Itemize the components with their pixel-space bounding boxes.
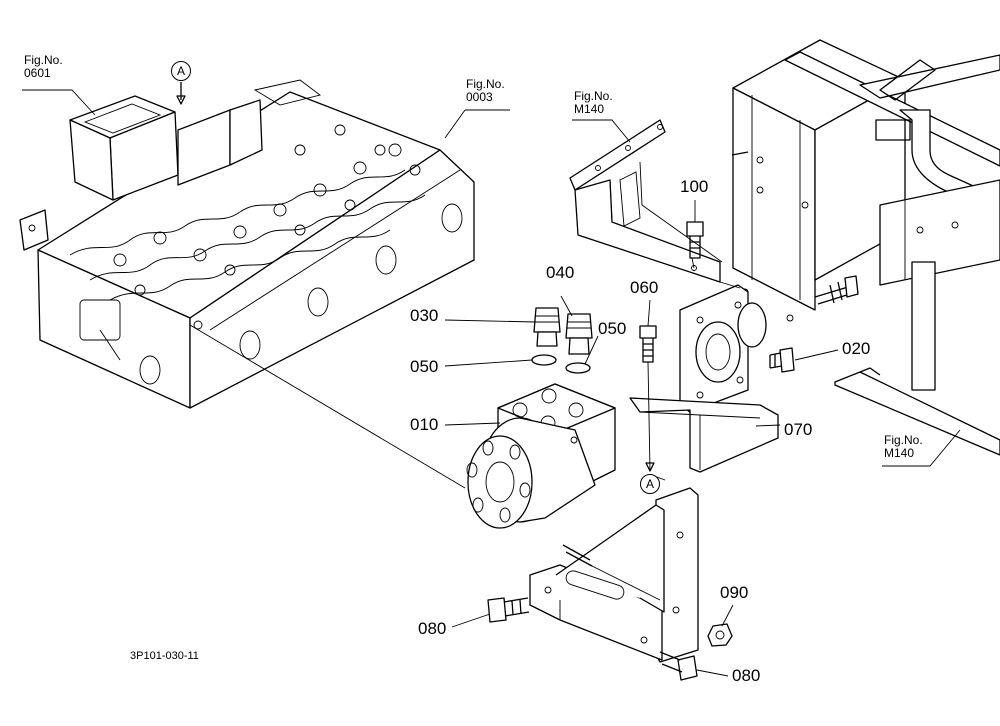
part-label-050-right: 050 [598,319,627,338]
fig-ref-label: Fig.No. [884,433,923,447]
fig-ref-0601: Fig.No. 0601 [24,54,63,80]
part-label-050-left: 050 [410,357,439,376]
fig-ref-label: Fig.No. [466,77,505,91]
fig-ref-m140-right: Fig.No. M140 [884,434,923,460]
part-label-030: 030 [410,306,439,325]
leader-lines [22,82,961,677]
part-label-020: 020 [842,339,871,358]
connector-mark-a-top: A [171,61,191,81]
steering-unit [466,383,616,529]
bolts [487,221,795,681]
part-label-080-left: 080 [418,619,447,638]
cylinder-head [19,79,475,409]
part-label-090: 090 [720,583,749,602]
part-label-100: 100 [680,177,709,196]
fig-ref-label: Fig.No. [24,53,63,67]
fig-ref-number: 0601 [24,66,51,80]
drawing-code: 3P101-030-11 [130,650,199,662]
fig-ref-number: 0003 [466,90,493,104]
part-label-070: 060 [630,278,659,297]
connector-mark-a-bottom: A [640,474,660,494]
part-label-010: 010 [410,415,439,434]
part-label-080-right: 080 [732,666,761,685]
mounting-bracket [529,284,779,663]
part-label-040: 040 [546,263,575,282]
fig-ref-m140-top: Fig.No. M140 [574,90,613,116]
frame-assembly [569,39,1000,456]
part-label-060: 070 [784,420,813,439]
fig-ref-number: M140 [884,446,915,460]
fig-ref-0003: Fig.No. 0003 [466,78,505,104]
fig-ref-label: Fig.No. [574,89,613,103]
fig-ref-number: M140 [574,102,605,116]
fittings [531,307,593,374]
